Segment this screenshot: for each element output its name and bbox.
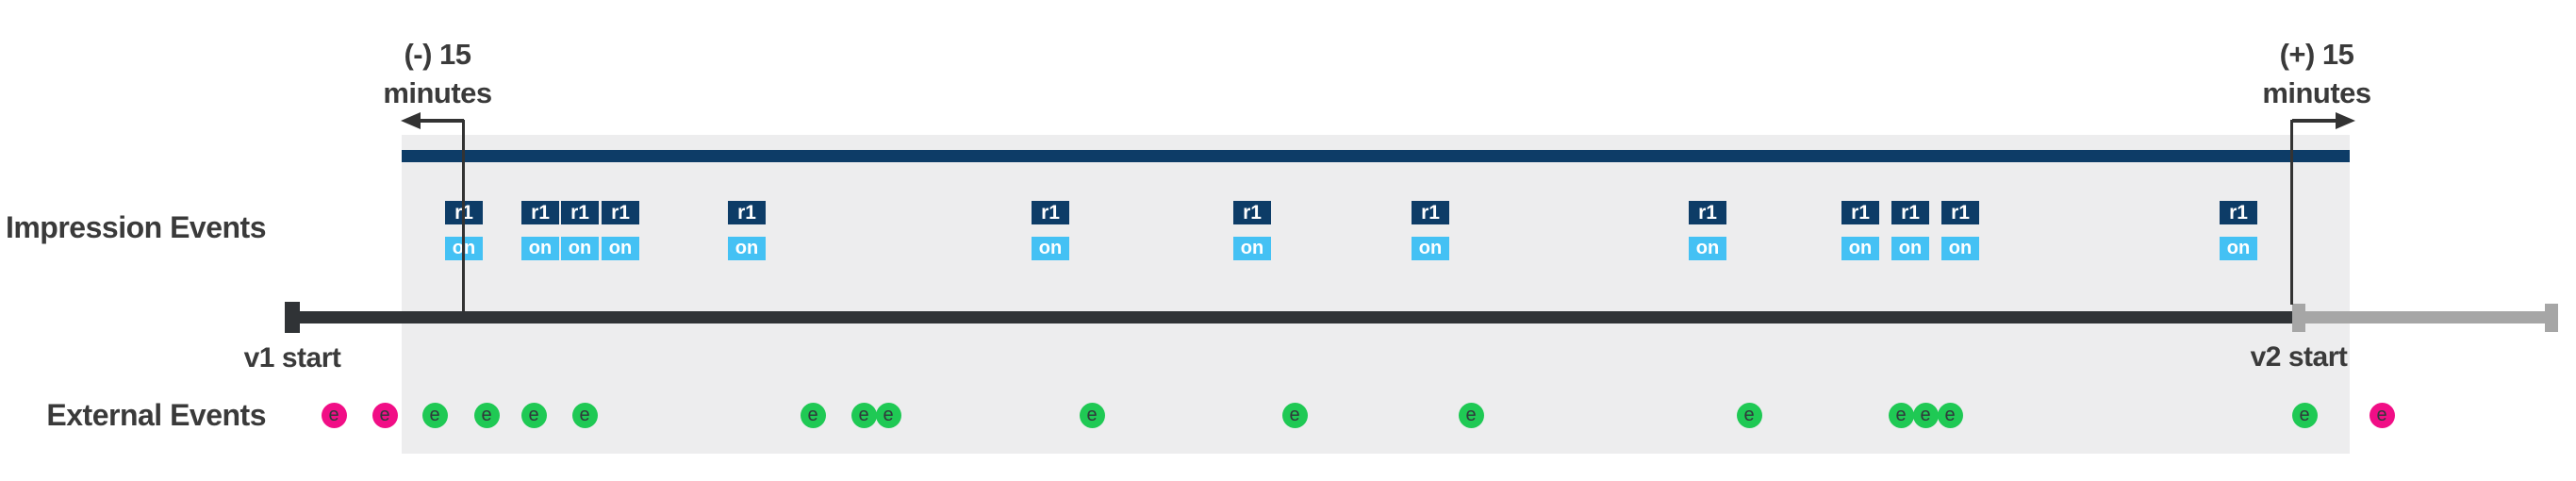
impression-on-box: on	[1689, 237, 1726, 260]
impression-event-box: r1	[1941, 201, 1979, 224]
external-event-dot: e	[520, 403, 547, 428]
impression-event-box: r1	[1689, 201, 1726, 224]
external-event-dot: e	[372, 403, 398, 428]
impression-event-box: r1	[1032, 201, 1069, 224]
analysis-window-panel	[402, 135, 2350, 454]
impression-event-box: r1	[1233, 201, 1271, 224]
plus-window-line1: (+) 15	[2279, 38, 2354, 71]
external-event-dot: e	[850, 403, 877, 428]
impression-on-box: on	[1412, 237, 1449, 260]
external-event-dot: e	[800, 403, 826, 428]
plus-window-marker-line	[2290, 120, 2293, 305]
minus-window-line2: minutes	[383, 76, 492, 109]
v2-start-label: v2 start	[2250, 341, 2348, 373]
impression-on-box: on	[1032, 237, 1069, 260]
external-event-dot: e	[2291, 403, 2318, 428]
external-event-dot: e	[1458, 403, 1484, 428]
impression-event-box: r1	[602, 201, 639, 224]
external-event-dot: e	[421, 403, 448, 428]
left-arrowhead-icon	[401, 112, 421, 129]
external-event-dot: e	[1281, 403, 1308, 428]
v1-start-cap	[285, 302, 300, 333]
plus-window-line2: minutes	[2262, 76, 2371, 109]
impression-event-box: r1	[561, 201, 599, 224]
campaign-flight-bar	[402, 150, 2350, 162]
timeline-end-cap	[2545, 304, 2558, 332]
external-event-dot: e	[1736, 403, 1762, 428]
external-events-row-label: External Events	[46, 398, 266, 432]
minus-window-marker-line	[462, 120, 465, 311]
external-event-dot: e	[2369, 403, 2395, 428]
external-event-dot: e	[1079, 403, 1105, 428]
impression-on-box: on	[1233, 237, 1271, 260]
external-event-dot: e	[1888, 403, 1914, 428]
minus-window-line1: (-) 15	[404, 38, 471, 71]
impression-event-box: r1	[1412, 201, 1449, 224]
impression-on-box: on	[1841, 237, 1879, 260]
external-event-dot: e	[1912, 403, 1939, 428]
impression-event-box: r1	[521, 201, 559, 224]
impression-event-box: r1	[1841, 201, 1879, 224]
impression-on-box: on	[1941, 237, 1979, 260]
external-event-dot: e	[571, 403, 598, 428]
impression-on-box: on	[602, 237, 639, 260]
v1-start-label: v1 start	[243, 342, 341, 373]
minus-window-arrow-line	[415, 119, 464, 123]
impression-event-box: r1	[1891, 201, 1929, 224]
external-event-dot: e	[1937, 403, 1963, 428]
v2-start-cap	[2292, 304, 2305, 332]
timeline-v2-segment	[2293, 311, 2558, 323]
right-arrowhead-icon	[2336, 112, 2355, 129]
external-event-dot: e	[473, 403, 500, 428]
external-event-dot: e	[875, 403, 901, 428]
impression-on-box: on	[521, 237, 559, 260]
impression-on-box: on	[1891, 237, 1929, 260]
plus-window-label: (+) 15 minutes	[2175, 35, 2458, 112]
impression-event-box: r1	[728, 201, 766, 224]
external-event-dot: e	[321, 403, 347, 428]
timeline-v1-segment	[286, 311, 2293, 323]
impression-on-box: on	[561, 237, 599, 260]
plus-window-arrow-line	[2292, 119, 2340, 123]
minus-window-label: (-) 15 minutes	[296, 35, 579, 112]
impression-events-row-label: Impression Events	[5, 210, 267, 244]
impression-on-box: on	[728, 237, 766, 260]
impression-on-box: on	[2220, 237, 2257, 260]
impression-event-box: r1	[2220, 201, 2257, 224]
